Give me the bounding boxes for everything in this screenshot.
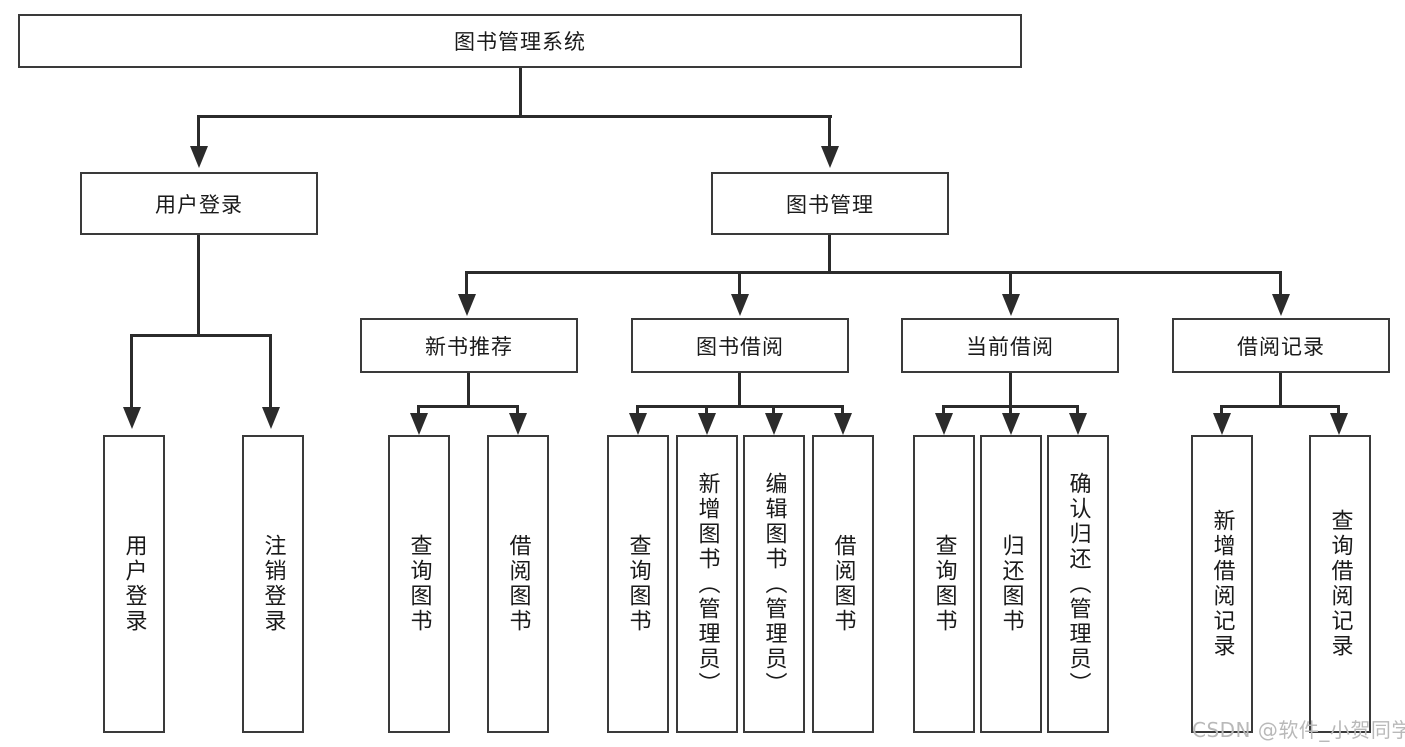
node-leaf-confirm-return[interactable]: 确认归还（管理员） [1047,435,1109,733]
node-leaf-query-record[interactable]: 查询借阅记录 [1309,435,1371,733]
node-borrow-record[interactable]: 借阅记录 [1172,318,1390,373]
node-label: 用户登录 [121,534,147,634]
node-current-borrow[interactable]: 当前借阅 [901,318,1119,373]
node-label: 当前借阅 [966,334,1054,359]
edge-drop-query-book-3 [942,405,945,417]
arrowhead-query-book-2 [629,413,647,435]
edge-drop-new-book-recommend [465,271,468,295]
node-label: 查询图书 [931,534,957,634]
node-leaf-borrow-book-1[interactable]: 借阅图书 [487,435,549,733]
node-leaf-query-book-2[interactable]: 查询图书 [607,435,669,733]
edge-drop-query-record [1337,405,1340,417]
node-new-book-recommend[interactable]: 新书推荐 [360,318,578,373]
edge-br-stem [1279,373,1282,407]
edge-drop-borrow-book-2 [841,405,844,417]
arrowhead-return-book [1002,413,1020,435]
edge-drop-add-record [1220,405,1223,417]
node-leaf-return-book[interactable]: 归还图书 [980,435,1042,733]
arrowhead-query-record [1330,413,1348,435]
edge-bb-bus [637,405,844,408]
edge-drop-borrow-record [1279,271,1282,295]
node-label: 新增图书（管理员） [694,471,720,697]
watermark-text: CSDN @软件_小贺同学 [1192,718,1405,742]
node-label: 编辑图书（管理员） [761,471,787,697]
node-label: 新增借阅记录 [1209,509,1235,659]
edge-drop-confirm-return [1076,405,1079,417]
node-leaf-borrow-book-2[interactable]: 借阅图书 [812,435,874,733]
node-leaf-add-record[interactable]: 新增借阅记录 [1191,435,1253,733]
node-label: 确认归还（管理员） [1065,471,1091,697]
edge-drop-edit-book [772,405,775,417]
edge-root-stem [519,68,522,116]
node-leaf-user-logout[interactable]: 注销登录 [242,435,304,733]
edge-drop-add-book [705,405,708,417]
node-label: 归还图书 [998,534,1024,634]
edge-user-login-bus [131,334,272,337]
arrowhead-query-book-1 [410,413,428,435]
node-label: 新书推荐 [425,334,513,359]
node-leaf-add-book[interactable]: 新增图书（管理员） [676,435,738,733]
edge-drop-user-login [197,115,200,147]
edge-nbr-bus [418,405,519,408]
node-label: 查询图书 [406,534,432,634]
edge-drop-book-borrow [738,271,741,295]
arrowhead-user-login [190,146,208,168]
arrowhead-borrow-book-2 [834,413,852,435]
node-label: 用户登录 [155,192,243,217]
edge-drop-borrow-book-1 [516,405,519,417]
node-label: 借阅图书 [505,534,531,634]
node-label: 图书管理系统 [454,30,586,54]
arrowhead-leaf-user-login [123,407,141,429]
edge-br-bus [1221,405,1340,408]
node-leaf-edit-book[interactable]: 编辑图书（管理员） [743,435,805,733]
edge-bb-stem [738,373,741,407]
arrowhead-book-borrow [731,294,749,316]
node-label: 借阅图书 [830,534,856,634]
node-label: 查询借阅记录 [1327,509,1353,659]
arrowhead-borrow-book-1 [509,413,527,435]
arrowhead-edit-book [765,413,783,435]
arrowhead-book-manage [821,146,839,168]
edge-drop-query-book-1 [417,405,420,417]
node-root-system[interactable]: 图书管理系统 [18,14,1022,68]
node-book-manage[interactable]: 图书管理 [711,172,949,235]
edge-drop-query-book-2 [636,405,639,417]
edge-drop-leaf-user-logout [269,334,272,408]
edge-drop-current-borrow [1009,271,1012,295]
arrowhead-confirm-return [1069,413,1087,435]
node-label: 注销登录 [260,534,286,634]
node-leaf-query-book-1[interactable]: 查询图书 [388,435,450,733]
arrowhead-leaf-user-logout [262,407,280,429]
node-label: 图书借阅 [696,334,784,359]
edge-nbr-stem [467,373,470,407]
edge-drop-leaf-user-login [130,334,133,408]
arrowhead-query-book-3 [935,413,953,435]
edge-level1-bus [198,115,832,118]
arrowhead-current-borrow [1002,294,1020,316]
node-book-borrow[interactable]: 图书借阅 [631,318,849,373]
edge-user-login-stem [197,235,200,335]
node-label: 借阅记录 [1237,334,1325,359]
arrowhead-borrow-record [1272,294,1290,316]
edge-cb-stem [1009,373,1012,407]
arrowhead-new-book-recommend [458,294,476,316]
node-leaf-query-book-3[interactable]: 查询图书 [913,435,975,733]
edge-drop-book-manage [828,115,831,147]
node-label: 图书管理 [786,192,874,217]
arrowhead-add-record [1213,413,1231,435]
node-leaf-user-login[interactable]: 用户登录 [103,435,165,733]
arrowhead-add-book [698,413,716,435]
node-user-login[interactable]: 用户登录 [80,172,318,235]
edge-book-manage-bus [466,271,1281,274]
edge-drop-return-book [1009,405,1012,417]
node-label: 查询图书 [625,534,651,634]
edge-book-manage-stem [828,235,831,273]
